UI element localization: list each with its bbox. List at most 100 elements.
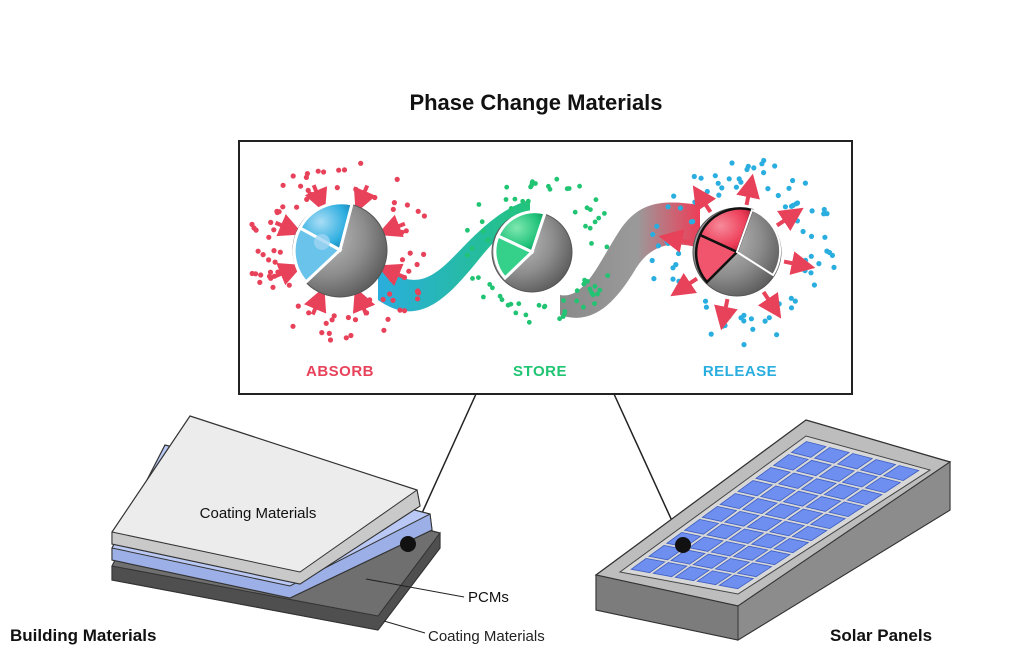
heat-arrow (376, 263, 406, 286)
particle (406, 268, 412, 274)
particle (421, 213, 427, 219)
particle (290, 173, 296, 179)
particle (792, 298, 798, 304)
solar-panel (594, 419, 952, 641)
heat-arrow (783, 251, 816, 275)
particle (348, 332, 354, 339)
particle (750, 326, 756, 332)
solar-cell (750, 533, 787, 549)
heat-arrow (658, 229, 691, 253)
particle (280, 204, 286, 210)
particle (503, 197, 509, 202)
particle (394, 176, 400, 182)
particle (323, 320, 329, 326)
particle (670, 276, 676, 282)
particle (775, 192, 781, 199)
solar-cell (882, 465, 920, 482)
solar-cell (795, 459, 833, 477)
particle (584, 205, 590, 211)
particle (762, 318, 768, 324)
particle (822, 234, 828, 240)
particle (776, 301, 782, 307)
particle (592, 301, 597, 306)
particle (326, 330, 332, 336)
solar-cell (768, 520, 806, 537)
particle (290, 323, 296, 329)
solar-cell (773, 538, 810, 554)
particle (274, 208, 280, 214)
particle (788, 305, 795, 311)
connector-dot-solar (675, 537, 691, 553)
particle (266, 234, 272, 240)
particle (270, 284, 276, 290)
building-materials-stack (111, 415, 441, 631)
particle (692, 199, 698, 205)
particle (480, 228, 486, 234)
particle (831, 264, 837, 270)
solar-cell (777, 472, 814, 489)
solar-cell (718, 574, 755, 590)
particle (577, 183, 582, 189)
solar-cell (714, 558, 751, 573)
absorb-capsule-icon (292, 201, 388, 298)
particle (583, 223, 588, 229)
particle (512, 196, 518, 202)
particle (824, 211, 830, 217)
particle (516, 301, 522, 307)
particle (255, 248, 261, 254)
solar-cell (841, 471, 879, 488)
particle (733, 184, 740, 190)
particle (829, 252, 836, 258)
particle (372, 194, 378, 201)
particle (390, 297, 396, 303)
connector-dot-building (400, 536, 416, 552)
particle (279, 266, 285, 272)
particle (794, 218, 801, 224)
particle (525, 198, 531, 204)
particle (523, 312, 529, 318)
solar-cell (670, 549, 706, 565)
particle (479, 219, 485, 225)
particle (722, 322, 728, 329)
particle (421, 251, 427, 257)
particle (476, 202, 482, 207)
particle (415, 288, 421, 294)
particle (345, 314, 351, 321)
particle (704, 188, 710, 195)
caption-building-materials: Building Materials (10, 626, 156, 645)
particle (802, 180, 809, 186)
particle (800, 228, 806, 235)
particle (561, 298, 566, 303)
particle (513, 310, 519, 316)
solar-cell (790, 441, 827, 458)
particle (260, 252, 266, 258)
particle (271, 227, 277, 233)
particle (808, 253, 814, 259)
heat-arrow (757, 290, 782, 319)
label-pcms: PCMs (468, 589, 509, 606)
solar-cell (674, 566, 710, 582)
heat-arrow (304, 184, 328, 213)
particle (481, 294, 486, 300)
particle (257, 279, 263, 285)
particle (294, 204, 300, 210)
particle (557, 316, 562, 322)
particle (554, 176, 560, 182)
particle (367, 297, 373, 303)
particle (581, 281, 587, 287)
heat-arrow (352, 287, 376, 316)
heat-arrow (353, 184, 376, 214)
particle (381, 327, 387, 333)
particle (809, 208, 815, 214)
particle (415, 208, 421, 214)
particle (821, 206, 827, 213)
particle (414, 261, 420, 268)
particle (592, 219, 598, 225)
particle (505, 302, 511, 308)
particle (469, 246, 475, 251)
particle (772, 163, 778, 169)
solar-cell (696, 570, 733, 586)
particle (499, 297, 505, 303)
particle (671, 193, 677, 199)
particle (520, 198, 526, 204)
